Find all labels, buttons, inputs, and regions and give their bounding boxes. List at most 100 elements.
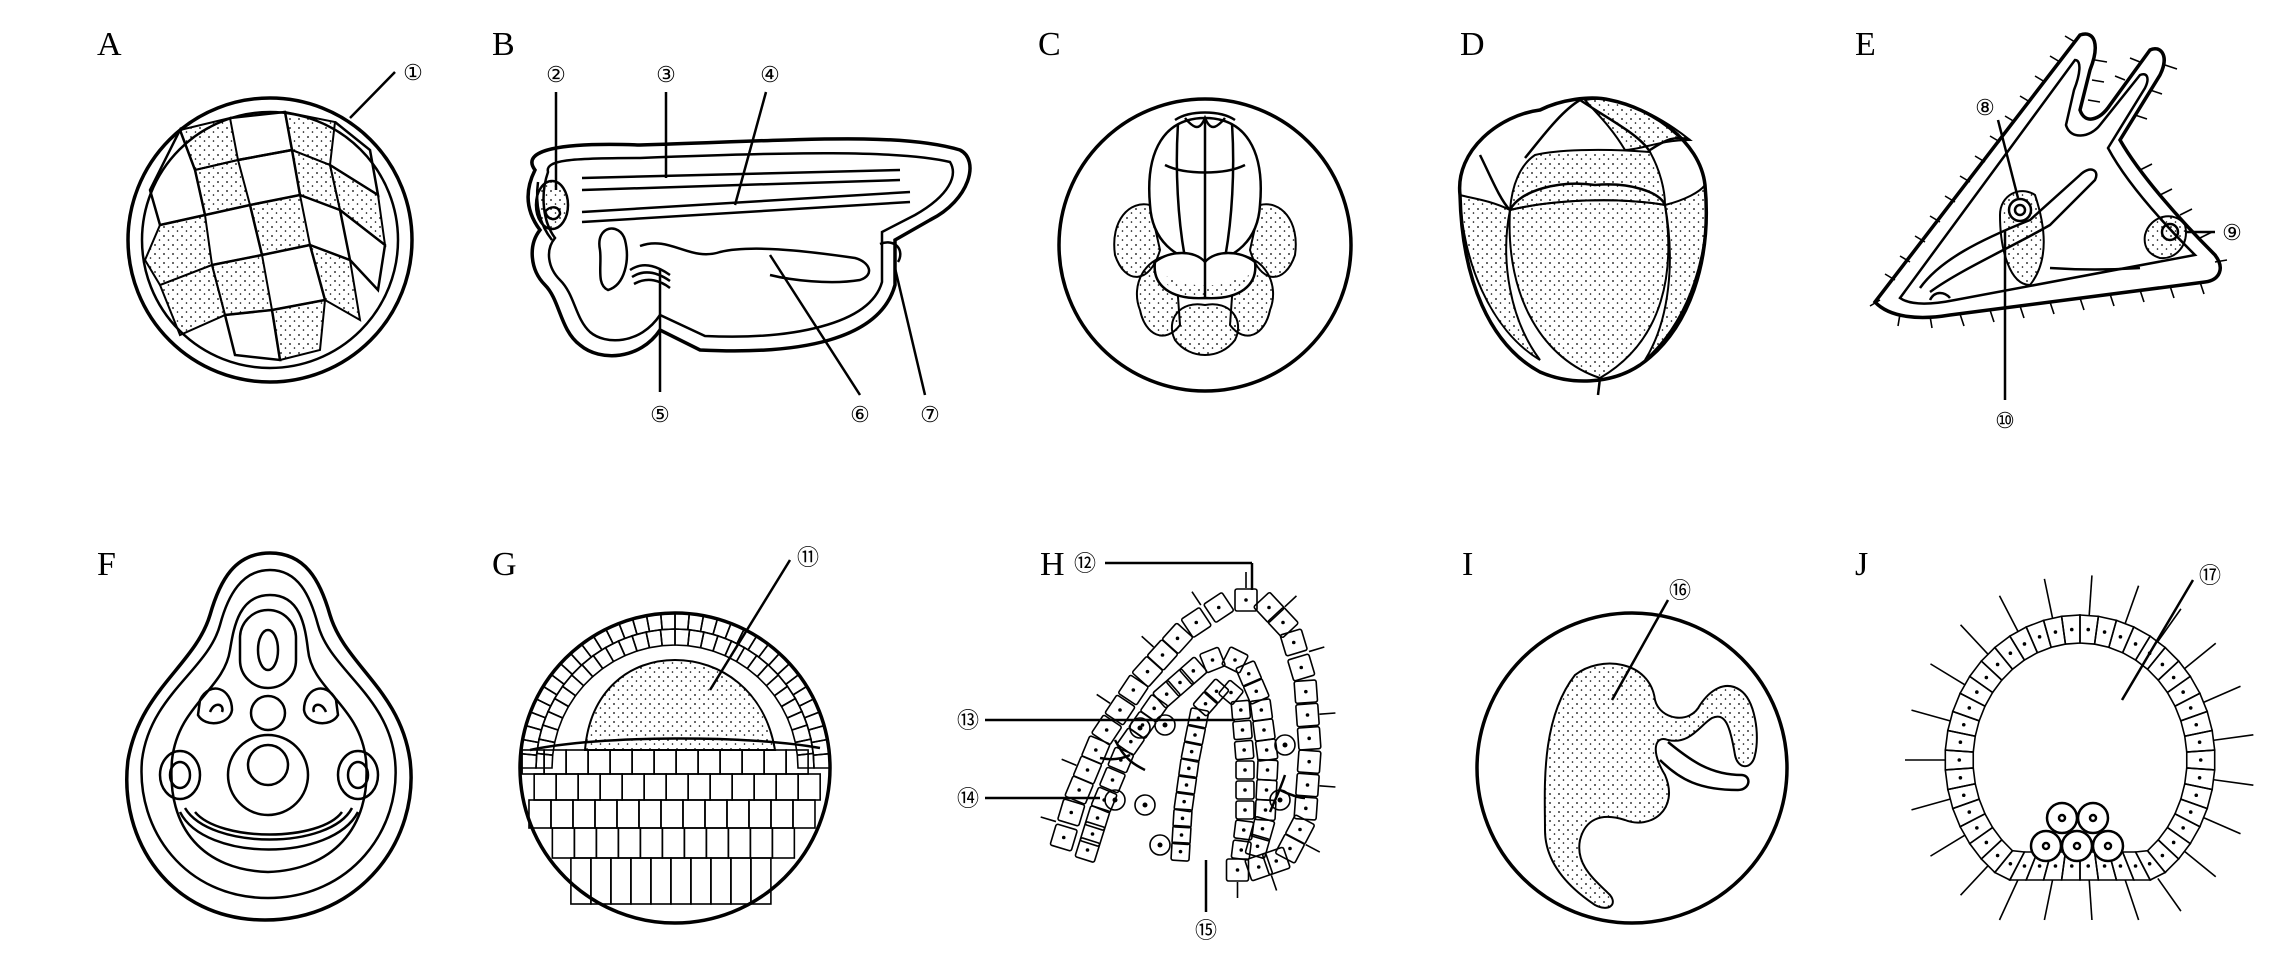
morula-outline [140, 110, 400, 370]
g-macromere [555, 773, 579, 801]
yolk-sac-outline [639, 242, 871, 284]
callout-12: ⑫ [1074, 551, 1096, 576]
callout-16: ⑯ [1669, 578, 1691, 603]
j-nucleus [2008, 862, 2013, 866]
g-micromere [659, 628, 676, 647]
j-nucleus [2069, 627, 2074, 632]
g-macromere [587, 749, 611, 775]
g-macromere [726, 799, 750, 829]
g-macromere [643, 773, 667, 801]
j-nucleus [2133, 642, 2138, 646]
panel-a: A ① [97, 26, 423, 384]
tail-bud [879, 241, 902, 263]
lens [543, 206, 562, 221]
h-nucleus [1229, 690, 1233, 695]
g-macromere [683, 827, 708, 859]
j-cilium [2124, 879, 2140, 921]
gut-channel [1918, 168, 2098, 294]
h-mesenchyme-cell [1129, 717, 1151, 739]
embryo-outer-outline [526, 137, 972, 358]
j-nucleus [2102, 864, 2107, 868]
h-cell [1279, 628, 1308, 657]
g-macromere [660, 799, 684, 829]
h-cell [1235, 660, 1263, 688]
h-cell-layers [1040, 572, 1336, 898]
h-cell [1173, 790, 1195, 813]
h-cell [1161, 622, 1194, 654]
h-nucleus [1239, 708, 1243, 712]
j-nucleus [1984, 840, 1989, 845]
notochord [249, 694, 287, 732]
j-nucleus [2086, 627, 2091, 632]
j-cilium [2124, 585, 2140, 624]
h-mesenchyme-cell [1274, 734, 1296, 756]
h-nucleus [1259, 708, 1264, 712]
j-cell [2060, 614, 2081, 645]
h-nucleus [1175, 636, 1180, 641]
g-micromere [674, 612, 691, 631]
h-cell [1293, 679, 1319, 705]
h-nucleus [1304, 689, 1308, 694]
j-nucleus [2194, 722, 2199, 727]
panel-b: B ② ③ ④ ⑤ ⑥ ⑦ [492, 26, 972, 427]
h-spicule-left [1099, 739, 1146, 772]
callout-10: ⑩ [1995, 408, 2015, 433]
h-mesenchyme-nucleus [1277, 797, 1283, 803]
larva-outer-outline [1872, 32, 2222, 320]
h-spicule-right [1268, 774, 1306, 813]
h-cilium [1319, 785, 1336, 788]
h-cell [1090, 786, 1118, 814]
h-cell [1192, 691, 1219, 717]
j-cilium [2213, 734, 2254, 742]
j-nucleus [2160, 662, 2165, 667]
f-arc-1 [183, 807, 354, 841]
h-cell [1253, 591, 1285, 624]
h-cell [1172, 808, 1193, 829]
callout-11-leader [708, 559, 792, 691]
h-nucleus [1178, 680, 1182, 685]
f-arc-3 [178, 811, 360, 851]
h-nucleus [1193, 733, 1197, 737]
h-nucleus [1140, 723, 1145, 727]
j-nucleus [2037, 864, 2042, 868]
i-embryo-body [1543, 662, 1758, 909]
h-mesenchyme-nucleus [1157, 842, 1163, 848]
h-nucleus [1291, 640, 1296, 645]
g-micromere [776, 662, 800, 686]
h-cilium [1040, 816, 1057, 823]
f-arc-2 [194, 811, 344, 836]
callout-1: ① [403, 60, 423, 85]
callout-7: ⑦ [920, 402, 940, 427]
j-nucleus [2053, 864, 2058, 868]
h-cell [1118, 674, 1149, 706]
g-macromere [770, 799, 794, 829]
callout-14: ⑭ [957, 786, 979, 811]
h-nucleus [1256, 865, 1261, 869]
g-macromere [595, 827, 620, 859]
h-cell [1170, 841, 1191, 862]
h-nucleus [1131, 688, 1136, 692]
h-cell [1230, 699, 1252, 721]
g-micromere [604, 639, 627, 663]
j-nucleus [2022, 864, 2027, 868]
g-macromere [771, 827, 796, 859]
h-cell [1233, 819, 1255, 841]
g-macromere [573, 827, 598, 859]
h-mesenchyme-nucleus [1142, 802, 1148, 808]
h-nucleus [1216, 605, 1221, 610]
h-nucleus [1240, 728, 1245, 732]
j-nucleus [1961, 722, 1966, 727]
h-nucleus [1085, 848, 1090, 852]
h-nucleus [1061, 835, 1066, 840]
h-cell [1074, 837, 1101, 863]
g-micromere [645, 628, 664, 649]
j-nucleus [2160, 853, 2165, 858]
g-micromere [786, 710, 809, 731]
h-mesenchyme-nucleus [1112, 797, 1118, 803]
h-nucleus [1194, 620, 1199, 625]
j-nucleus [2147, 862, 2152, 866]
g-macromere [650, 857, 672, 905]
h-cilium [1319, 712, 1336, 715]
h-cell [1295, 702, 1320, 728]
